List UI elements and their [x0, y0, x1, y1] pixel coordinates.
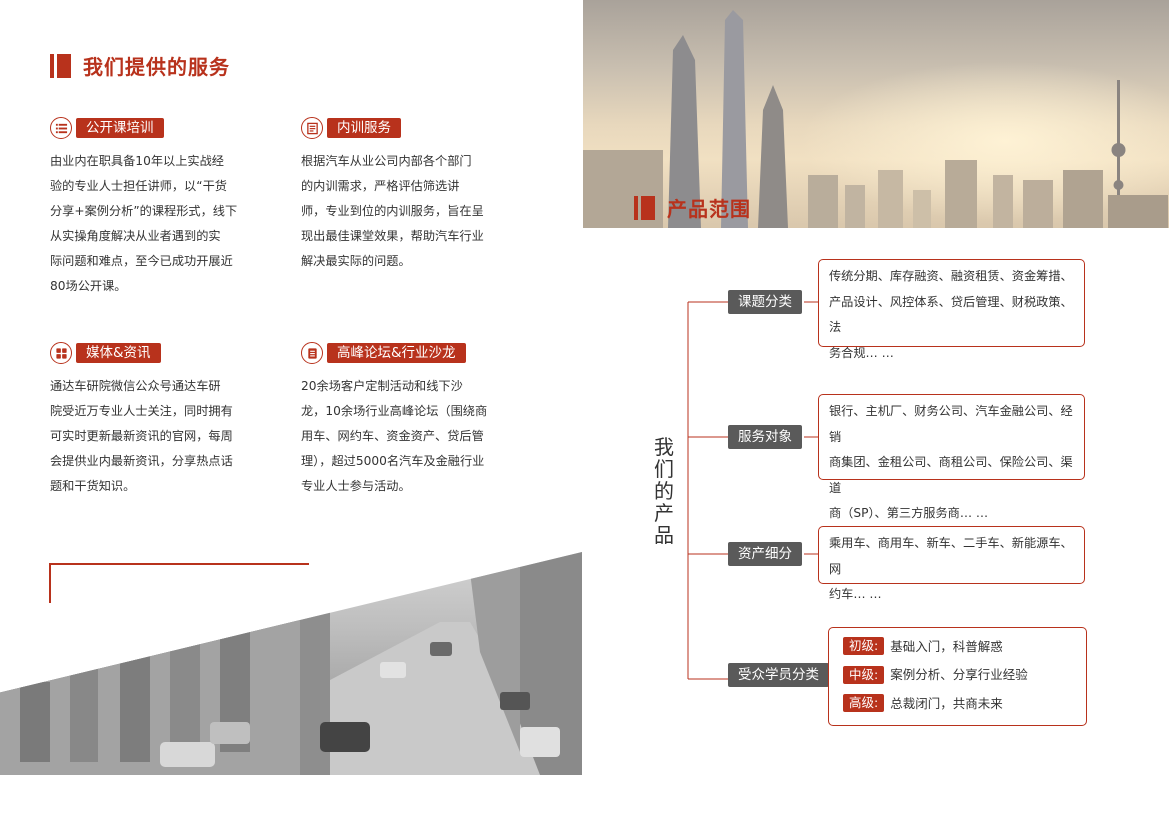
service-internal-training: 内训服务 根据汽车从业公司内部各个部门 的内训需求，严格评估筛选讲 师，专业到位… [301, 117, 491, 274]
category-audience: 受众学员分类 [728, 663, 829, 687]
level-advanced: 高级: 总裁闭门，共商未来 [843, 689, 1078, 718]
grid-icon [50, 342, 72, 364]
level-intermediate: 中级: 案例分析、分享行业经验 [843, 661, 1078, 690]
street-photo [0, 552, 582, 775]
category-topics-box: 传统分期、库存融资、融资租赁、资金筹措、 产品设计、风控体系、贷后管理、财税政策… [818, 259, 1085, 360]
decorative-frame [49, 563, 309, 603]
list-icon [50, 117, 72, 139]
tree-connectors [687, 301, 828, 680]
service-description: 根据汽车从业公司内部各个部门 的内训需求，严格评估筛选讲 师，专业到位的内训服务… [301, 154, 484, 268]
service-tag: 高峰论坛&行业沙龙 [327, 343, 466, 363]
service-tag: 公开课培训 [76, 118, 164, 138]
services-title: 我们提供的服务 [83, 55, 230, 79]
category-clients-box: 银行、主机厂、财务公司、汽车金融公司、经销 商集团、金租公司、商租公司、保险公司… [818, 394, 1085, 520]
skyline-photo [583, 0, 1169, 228]
category-audience-box: 初级: 基础入门，科普解惑 中级: 案例分析、分享行业经验 高级: 总裁闭门，共… [828, 627, 1087, 726]
services-heading: 我们提供的服务 [50, 51, 230, 80]
category-assets: 资产细分 [728, 542, 802, 566]
service-tag: 媒体&资讯 [76, 343, 161, 363]
document-icon [301, 117, 323, 139]
service-tag: 内训服务 [327, 118, 401, 138]
category-topics: 课题分类 [728, 290, 802, 314]
category-assets-box: 乘用车、商用车、新车、二手车、新能源车、网 约车… … [818, 526, 1085, 601]
service-public-course: 公开课培训 由业内在职具备10年以上实战经 验的专业人士担任讲师，以“干货 分享… [50, 117, 240, 299]
products-heading: 产品范围 [634, 193, 751, 222]
category-clients: 服务对象 [728, 425, 802, 449]
level-beginner: 初级: 基础入门，科普解惑 [843, 632, 1078, 661]
service-description: 20余场客户定制活动和线下沙 龙，10余场行业高峰论坛（围绕商 用车、网约车、资… [301, 379, 488, 493]
service-description: 通达车研院微信公众号通达车研 院受近万专业人士关注，同时拥有 可实时更新最新资讯… [50, 379, 233, 493]
service-description: 由业内在职具备10年以上实战经 验的专业人士担任讲师，以“干货 分享+案例分析”… [50, 154, 238, 293]
products-title: 产品范围 [667, 197, 751, 221]
our-products-vertical-title: 我 们 的 产 品 [654, 435, 674, 547]
heading-mark-icon [634, 195, 655, 220]
book-icon [301, 342, 323, 364]
heading-mark-icon [50, 53, 71, 78]
service-media: 媒体&资讯 通达车研院微信公众号通达车研 院受近万专业人士关注，同时拥有 可实时… [50, 342, 240, 499]
service-forum: 高峰论坛&行业沙龙 20余场客户定制活动和线下沙 龙，10余场行业高峰论坛（围绕… [301, 342, 491, 499]
